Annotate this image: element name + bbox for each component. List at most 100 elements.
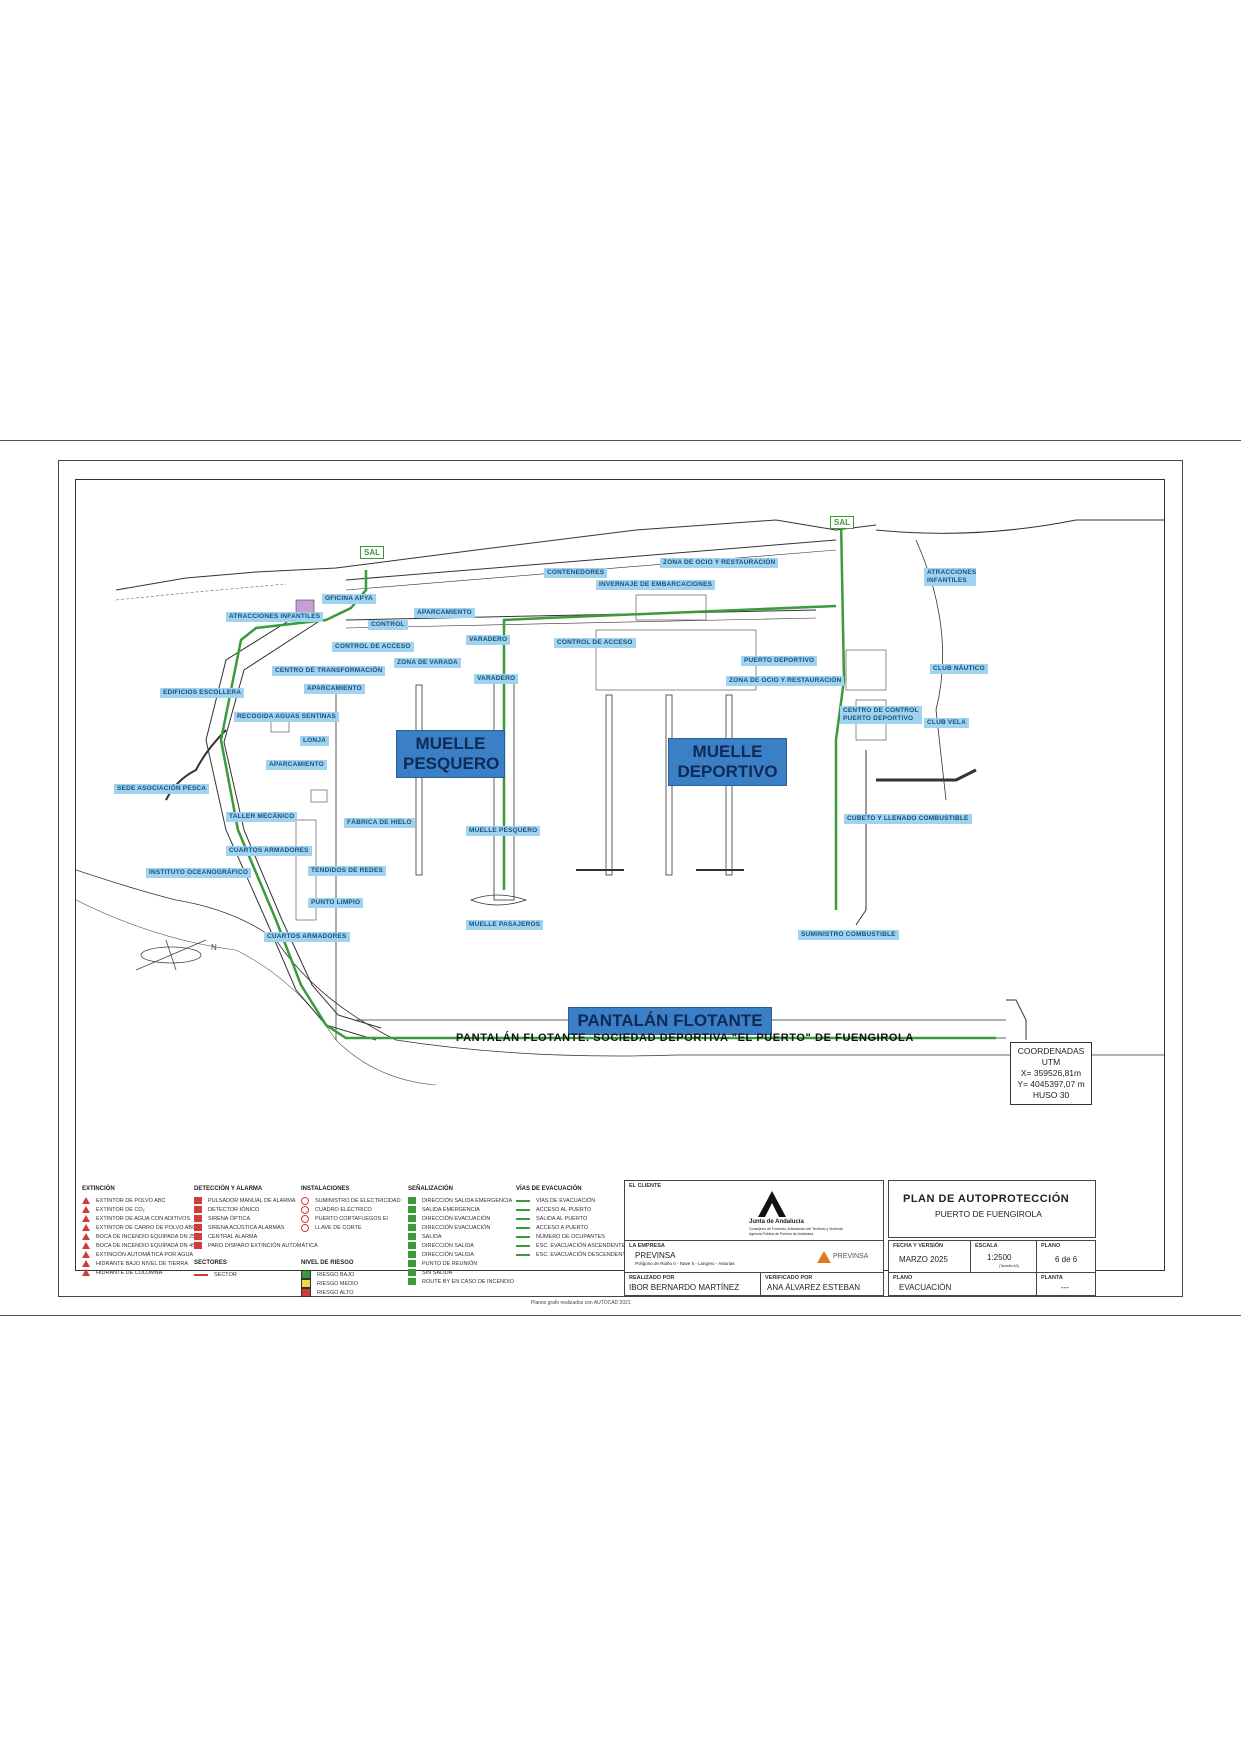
top-rule	[0, 440, 1241, 441]
label-centro-control-deportivo: CENTRO DE CONTROL PUERTO DEPORTIVO	[840, 706, 922, 724]
label-puerto-deportivo: PUERTO DEPORTIVO	[741, 656, 818, 666]
alarm-icon	[194, 1242, 202, 1249]
legend-vias-item: ESC. EVACUACIÓN ASCENDENTE	[516, 1241, 629, 1250]
legend-item-label: DIRECCIÓN EVACUACIÓN	[422, 1215, 491, 1222]
legend-senalizacion-title: SEÑALIZACIÓN	[408, 1186, 453, 1192]
label-contenedores: CONTENEDORES	[544, 568, 608, 578]
label-lonja: LONJA	[300, 736, 330, 746]
legend-senalizacion-item: DIRECCIÓN EVACUACIÓN	[408, 1214, 514, 1223]
label-atracciones-infantiles-2: ATRACCIONES INFANTILES	[924, 568, 976, 586]
legend-item-label: CENTRAL ALARMA	[208, 1233, 258, 1240]
label-zona-ocio-1: ZONA DE OCIO Y RESTAURACIÓN	[660, 558, 779, 568]
legend-deteccion: DETECCIÓN Y ALARMA PULSADOR MANUAL DE AL…	[194, 1186, 318, 1250]
legend-item-label: SALIDA AL PUERTO	[536, 1215, 588, 1222]
coastline	[115, 519, 877, 591]
legend-vias-item: ACCESO AL PUERTO	[516, 1205, 629, 1214]
plano2-value: EVACUACIÓN	[899, 1283, 952, 1292]
legend-item-label: EXTINCIÓN AUTOMÁTICA POR AGUA	[96, 1251, 194, 1258]
risk-swatch-icon	[301, 1288, 311, 1297]
legend-senalizacion-item: DIRECCIÓN SALIDA EMERGENCIA	[408, 1196, 514, 1205]
installation-icon	[301, 1214, 309, 1223]
legend-vias-item: SALIDA AL PUERTO	[516, 1214, 629, 1223]
tb-fecha-cap: FECHA Y VERSIÓN	[893, 1243, 944, 1249]
legend-item-label: ACCESO A PUERTO	[536, 1224, 589, 1231]
legend-extincion-item: EXTINTOR DE CARRO DE POLVO ABC	[82, 1223, 196, 1232]
verificado-value: ANA ÁLVAREZ ESTEBAN	[767, 1283, 861, 1292]
risk-swatch-icon	[301, 1270, 311, 1279]
evacuation-arrow-icon	[516, 1253, 530, 1256]
legend-item-label: EXTINTOR DE POLVO ABC	[96, 1197, 166, 1204]
label-zona-ocio-2: ZONA DE OCIO Y RESTAURACIÓN	[726, 676, 845, 686]
tb-verificado: VERIFICADO POR ANA ÁLVAREZ ESTEBAN	[760, 1272, 884, 1296]
legend-riesgo-item: RIESGO ALTO	[301, 1288, 358, 1297]
legend-item-label: PARO DISPARO EXTINCIÓN AUTOMÁTICA	[208, 1242, 318, 1249]
legend-riesgo-item: RIESGO BAJO	[301, 1270, 358, 1279]
legend-item-label: HIDRANTE DE COLUMNA	[96, 1269, 163, 1276]
label-invernaje: INVERNAJE DE EMBARCACIONES	[596, 580, 716, 590]
pier-d1	[605, 694, 613, 876]
tb-fecha: FECHA Y VERSIÓN MARZO 2025	[888, 1240, 972, 1274]
legend-extincion-item: EXTINCIÓN AUTOMÁTICA POR AGUA	[82, 1250, 196, 1259]
tb-realizado: REALIZADO POR IBOR BERNARDO MARTÍNEZ	[624, 1272, 762, 1296]
utm-huso: HUSO 30	[1032, 1090, 1070, 1100]
utm-x: X= 359526,81m	[1020, 1068, 1082, 1078]
empresa-address: Polígono de Riaño II - Nave 5 - Langreo …	[635, 1261, 735, 1266]
tb-verificado-cap: VERIFICADO POR	[765, 1275, 813, 1281]
left-shore	[76, 869, 1164, 1057]
previnsa-logo-icon	[817, 1251, 831, 1263]
tb-planta: PLANTA ---	[1036, 1272, 1096, 1296]
installation-icon	[301, 1205, 309, 1214]
exit-sal-east: SAL	[830, 516, 854, 529]
legend-sectores-title: SECTORES	[194, 1260, 227, 1266]
realizado-value: IBOR BERNARDO MARTÍNEZ	[629, 1283, 740, 1292]
tb-plano2-cap: PLANO	[893, 1275, 913, 1281]
legend-senalizacion-item: ROUTE BY EN CASO DE INCENDIO	[408, 1277, 514, 1286]
tb-empresa-cap: LA EMPRESA	[629, 1243, 665, 1249]
legend-item-label: LLAVE DE CORTE	[315, 1224, 362, 1231]
tb-cliente-cap: EL CLIENTE	[629, 1183, 661, 1189]
label-fabrica-hielo: FÁBRICA DE HIELO	[344, 818, 415, 828]
tb-escala: ESCALA 1:2500 (Tamaño A3)	[970, 1240, 1038, 1274]
tb-plano-cap: PLANO	[1041, 1243, 1061, 1249]
legend-senalizacion: SEÑALIZACIÓN DIRECCIÓN SALIDA EMERGENCIA…	[408, 1186, 514, 1286]
label-aparcamiento-2: APARCAMIENTO	[304, 684, 365, 694]
label-varadero-1: VARADERO	[466, 635, 511, 645]
legend-item-label: CUADRO ELÉCTRICO	[315, 1206, 372, 1213]
previnsa-logo-text: PREVINSA	[833, 1253, 869, 1260]
evacuation-arrow-icon	[516, 1235, 530, 1238]
tb-planta-cap: PLANTA	[1041, 1275, 1063, 1281]
plano-value: 6 de 6	[1055, 1255, 1078, 1264]
legend-riesgo-title: NIVEL DE RIESGO	[301, 1260, 354, 1266]
legend-item-label: DIRECCIÓN EVACUACIÓN	[422, 1224, 491, 1231]
legend-deteccion-item: SIRENA ÓPTICA	[194, 1214, 318, 1223]
legend-item-label: DIRECCIÓN SALIDA EMERGENCIA	[422, 1197, 513, 1204]
legend-deteccion-item: CENTRAL ALARMA	[194, 1232, 318, 1241]
drawing-frame: N SAL SAL MUELLE PESQUERO MUELLE DEPORTI…	[75, 479, 1165, 1306]
legend-instalaciones-item: CUADRO ELÉCTRICO	[301, 1205, 401, 1214]
zone-muelle-deportivo: MUELLE DEPORTIVO	[668, 738, 787, 786]
legend-senalizacion-item: DIRECCIÓN SALIDA	[408, 1250, 514, 1259]
tb-empresa: LA EMPRESA PREVINSA Polígono de Riaño II…	[624, 1240, 884, 1274]
exit-sign-icon	[408, 1206, 416, 1213]
legend-senalizacion-item: PUNTO DE REUNIÓN	[408, 1259, 514, 1268]
legend-deteccion-item: DETECTOR IÓNICO	[194, 1205, 318, 1214]
junta-name: Junta de Andalucía	[749, 1219, 804, 1225]
legend-vias-item: ACCESO A PUERTO	[516, 1223, 629, 1232]
legend-item-label: PULSADOR MANUAL DE ALARMA	[208, 1197, 296, 1204]
bottom-rule	[0, 1315, 1241, 1316]
escala-sub: (Tamaño A3)	[999, 1264, 1019, 1268]
exit-sign-icon	[408, 1260, 416, 1267]
legend-extincion-item: EXTINTOR DE POLVO ABC	[82, 1196, 196, 1205]
legend-item-label: PUNTO DE REUNIÓN	[422, 1260, 478, 1267]
utm-y: Y= 4045397,07 m	[1017, 1079, 1085, 1089]
label-oficina-apya: OFICINA APYA	[322, 594, 376, 604]
legend-item-label: PUERTO CORTAFUEGOS EI	[315, 1215, 388, 1222]
right-shore	[915, 539, 947, 801]
legend-senalizacion-item: SIN SALIDA	[408, 1268, 514, 1277]
junta-logo: Junta de Andalucía Consejería de Fomento…	[721, 1191, 931, 1241]
evacuation-arrow-icon	[516, 1199, 530, 1202]
label-varadero-2: VARADERO	[474, 674, 519, 684]
legend-instalaciones-item: LLAVE DE CORTE	[301, 1223, 401, 1232]
boat	[469, 894, 528, 906]
